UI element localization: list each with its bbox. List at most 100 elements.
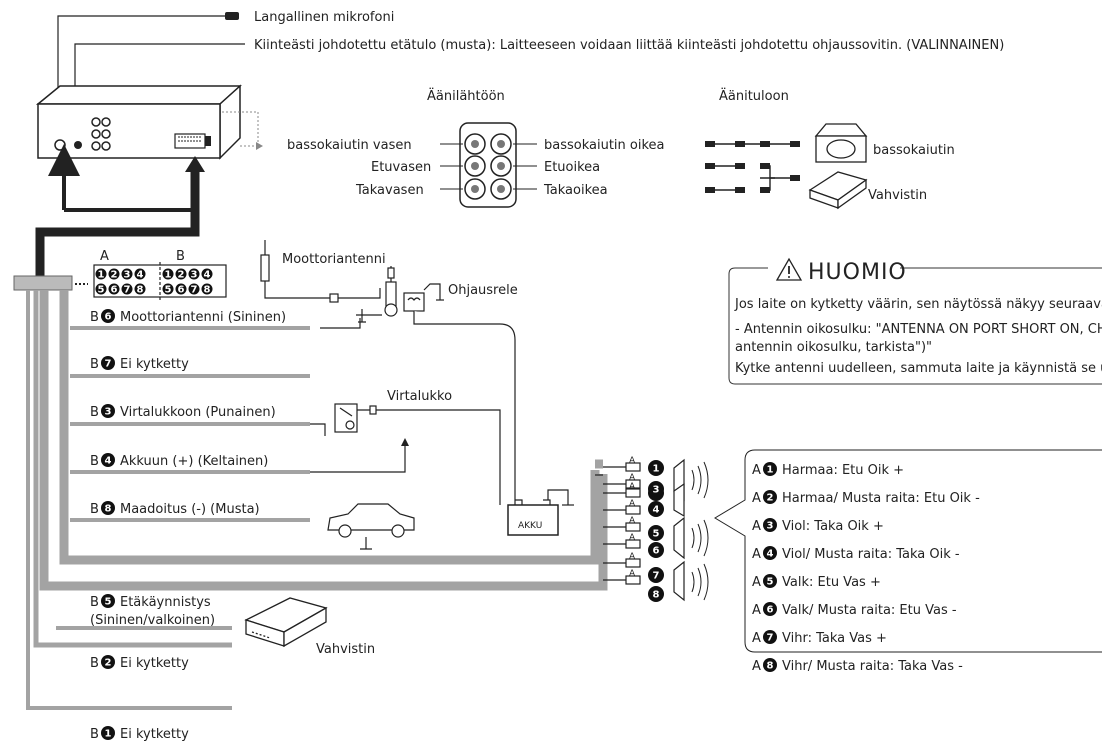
svg-text:5: 5: [653, 529, 660, 540]
warning-line3: antennin oikosulku, tarkista")": [735, 340, 932, 355]
number-badge-icon: 8: [763, 658, 777, 672]
svg-text:5: 5: [98, 285, 105, 296]
amplifier-icon: [808, 171, 868, 210]
svg-text:6: 6: [105, 312, 112, 323]
svg-text:A: A: [752, 519, 761, 534]
svg-text:7: 7: [191, 285, 198, 296]
number-badge-icon: 2: [763, 490, 777, 504]
svg-text:A: A: [752, 463, 761, 478]
svg-text:Ei kytketty: Ei kytketty: [120, 357, 189, 372]
svg-text:1: 1: [105, 729, 112, 740]
svg-text:2: 2: [767, 493, 774, 504]
b-wire-5: B 5 Etäkäynnistys (Sininen/valkoinen): [90, 594, 215, 628]
battery-label: AKKU: [518, 521, 542, 531]
car-icon: [327, 503, 415, 550]
svg-text:6: 6: [653, 546, 660, 557]
svg-text:4: 4: [204, 270, 211, 281]
speaker-number-icon: 3: [648, 481, 664, 497]
svg-text:2: 2: [178, 270, 185, 281]
connector-a-label: A: [100, 249, 109, 264]
svg-text:B: B: [90, 405, 99, 420]
svg-text:Viol/ Musta raita: Taka Oik -: Viol/ Musta raita: Taka Oik -: [782, 547, 960, 562]
svg-text:A: A: [629, 552, 636, 562]
speaker-number-icon: 6: [648, 542, 664, 558]
svg-text:B: B: [90, 502, 99, 517]
remote-input-label: Kiinteästi johdotettu etätulo (musta): L…: [254, 38, 1004, 53]
connector-b-label: B: [176, 249, 185, 264]
sub-right-label: bassokaiutin oikea: [544, 138, 665, 153]
svg-text:2: 2: [105, 658, 112, 669]
svg-text:B: B: [90, 656, 99, 671]
svg-text:A: A: [752, 659, 761, 674]
warning-title: HUOMIO: [808, 260, 907, 285]
svg-text:Akkuun (+) (Keltainen): Akkuun (+) (Keltainen): [120, 454, 268, 469]
subwoofer-label: bassokaiutin: [873, 143, 955, 158]
svg-text:A: A: [752, 603, 761, 618]
svg-text:8: 8: [105, 504, 112, 515]
audio-in-title: Äänituloon: [719, 88, 789, 104]
number-badge-icon: 3: [763, 518, 777, 532]
number-badge-icon: 8: [101, 501, 115, 515]
number-badge-icon: 5: [763, 574, 777, 588]
pin-badge-icon: 5: [95, 283, 107, 296]
pin-badge-icon: 2: [108, 268, 120, 281]
b-wire-3: B 3 Virtalukkoon (Punainen): [90, 404, 276, 420]
head-unit: [35, 84, 263, 160]
pin-badge-icon: 2: [175, 268, 187, 281]
svg-text:2: 2: [111, 270, 118, 281]
svg-text:(Sininen/valkoinen): (Sininen/valkoinen): [90, 613, 215, 628]
pin-badge-icon: 6: [108, 283, 120, 296]
svg-text:7: 7: [767, 633, 774, 644]
speaker-legend-1: A 1 Harmaa: Etu Oik +: [752, 462, 904, 478]
motor-antenna-icon: [329, 266, 398, 323]
number-badge-icon: 5: [101, 594, 115, 608]
svg-text:5: 5: [767, 577, 774, 588]
antenna-plug-icon: [260, 254, 270, 282]
b-wire-2: B 2 Ei kytketty: [90, 655, 189, 671]
audio-out-title: Äänilähtöön: [427, 88, 505, 104]
svg-text:6: 6: [111, 285, 118, 296]
b-wire-6: B 6 Moottoriantenni (Sininen): [90, 309, 286, 325]
svg-text:4: 4: [653, 505, 660, 516]
pin-badge-icon: 7: [121, 283, 133, 296]
svg-text:Ei kytketty: Ei kytketty: [120, 727, 189, 742]
svg-text:3: 3: [767, 521, 774, 532]
speaker-number-icon: 7: [648, 567, 664, 583]
speaker-legend-5: A 5 Valk: Etu Vas +: [752, 574, 881, 590]
svg-text:5: 5: [105, 597, 112, 608]
svg-text:A: A: [752, 491, 761, 506]
pin-badge-icon: 8: [201, 283, 213, 296]
warning-box: HUOMIO Jos laite on kytketty väärin, sen…: [728, 257, 1102, 385]
amplifier-bottom-icon: [244, 597, 328, 648]
speaker-number-icon: 4: [648, 501, 664, 517]
speaker-legend-7: A 7 Vihr: Taka Vas +: [752, 630, 887, 646]
svg-text:8: 8: [204, 285, 211, 296]
relay-icon: [403, 283, 500, 325]
svg-text:B: B: [90, 595, 99, 610]
svg-text:3: 3: [653, 485, 660, 496]
svg-text:4: 4: [767, 549, 774, 560]
sound-wave-icons: [691, 461, 709, 601]
svg-text:Moottoriantenni (Sininen): Moottoriantenni (Sininen): [120, 310, 286, 325]
svg-text:3: 3: [124, 270, 131, 281]
number-badge-icon: 2: [101, 655, 115, 669]
warning-line1: Jos laite on kytketty väärin, sen näytös…: [734, 297, 1102, 312]
svg-text:1: 1: [767, 465, 774, 476]
number-badge-icon: 7: [763, 630, 777, 644]
svg-text:1: 1: [165, 270, 172, 281]
number-badge-icon: 3: [101, 404, 115, 418]
microphone-label: Langallinen mikrofoni: [254, 10, 394, 25]
svg-text:Harmaa/ Musta raita: Etu Oik -: Harmaa/ Musta raita: Etu Oik -: [782, 491, 980, 506]
svg-text:Vihr: Taka Vas +: Vihr: Taka Vas +: [782, 631, 887, 646]
pin-badge-icon: 4: [201, 268, 213, 281]
number-badge-icon: 6: [101, 309, 115, 323]
svg-text:1: 1: [98, 270, 105, 281]
svg-text:A: A: [629, 516, 636, 526]
front-left-label: Etuvasen: [371, 160, 431, 175]
svg-text:4: 4: [137, 270, 144, 281]
pin-badge-icon: 7: [188, 283, 200, 296]
svg-text:A: A: [629, 499, 636, 509]
svg-text:Etäkäynnistys: Etäkäynnistys: [120, 595, 211, 610]
svg-text:A: A: [629, 569, 636, 579]
